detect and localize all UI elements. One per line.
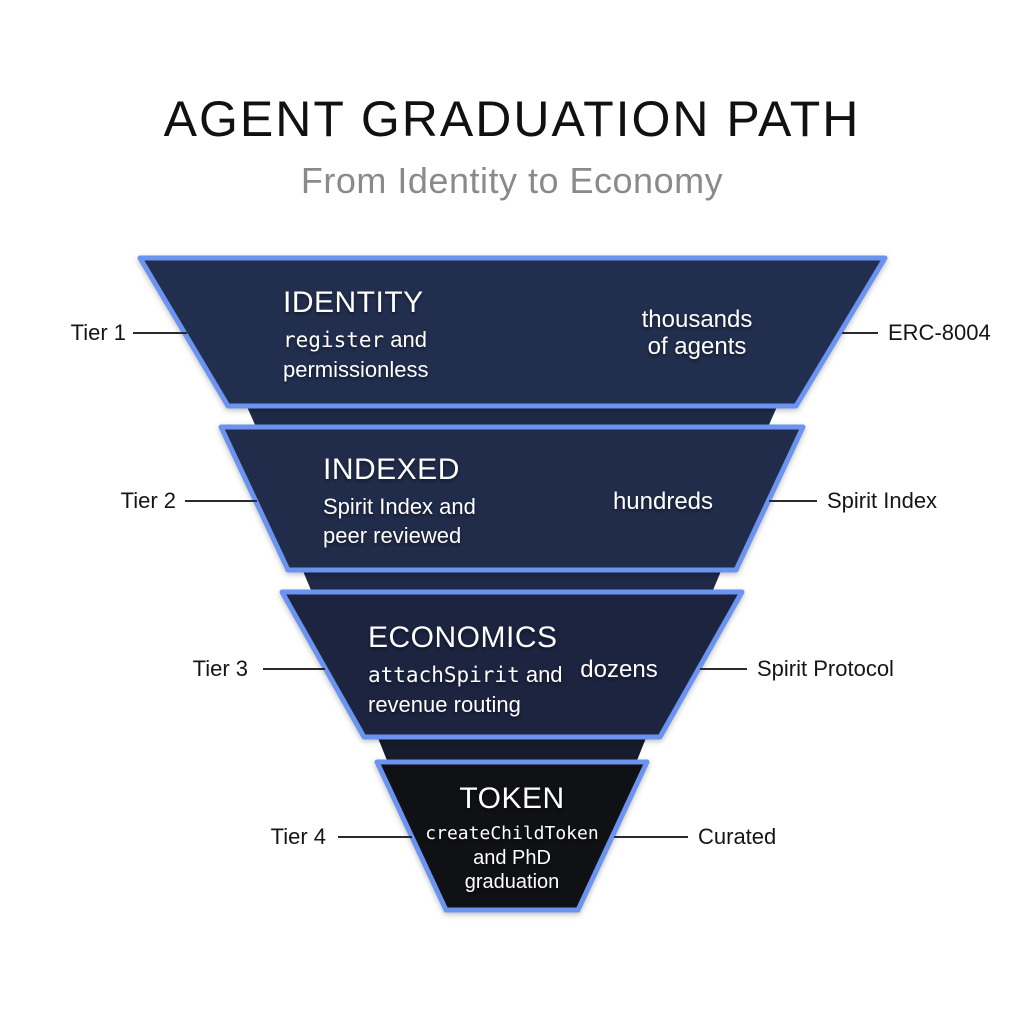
tier-4-heading: TOKEN [459,782,565,815]
tier-1-left-line [133,332,187,334]
tier-2-right-label: Spirit Index [827,488,938,513]
tier-3-label: Tier 3 [192,656,248,681]
tier-1-heading: IDENTITY [283,286,424,319]
tier-1-shape [137,255,888,409]
tier-4-content: TOKEN createChildToken and PhD graduatio… [392,782,632,894]
tier-4-shape [374,759,650,913]
tier-3-right-line [700,668,747,670]
tier-4-label: Tier 4 [270,824,326,849]
tier-4-desc-code: createChildToken [425,823,599,844]
tier-1-desc-rest: and [384,327,427,352]
tier-3-left-line [263,668,325,670]
tier-3-right-label: Spirit Protocol [757,656,894,681]
tier-4-left-line [338,836,412,838]
tier-3-heading: ECONOMICS [368,621,558,654]
page-title: AGENT GRADUATION PATH [163,91,861,147]
tier-2-count: hundreds [588,488,738,515]
tier-1-desc-line2: permissionless [283,357,429,382]
tier-1-label: Tier 1 [70,320,126,345]
tier-4-desc-line3: graduation [464,871,560,893]
tier-4-desc-line2: and PhD [473,847,551,869]
tier-3-shape [279,589,745,740]
tier-3-count: dozens [554,656,684,683]
tier-1-content: IDENTITY register and permissionless [283,286,429,384]
tier-1-right-line [842,332,878,334]
tier-3-desc-line2: revenue routing [368,692,521,717]
tier-1-count-line1: thousands [641,306,753,333]
tier-4-right-label: Curated [698,824,777,849]
tier-4-right-line [614,836,688,838]
tier-3-content: ECONOMICS attachSpirit and revenue routi… [368,621,563,719]
tier-1-desc: register and permissionless [283,325,429,384]
tier-1-count: thousands of agents [617,306,777,360]
tier-2-desc-line1: Spirit Index and [323,494,476,519]
tier-3-count-line1: dozens [580,656,658,683]
tier-1-desc-code: register [283,328,385,352]
tier-2-count-line1: hundreds [612,488,714,515]
tier-3-desc-code: attachSpirit [368,663,520,687]
page-subtitle: From Identity to Economy [300,160,724,201]
tier-2-heading: INDEXED [323,453,460,486]
tier-2-desc: Spirit Index and peer reviewed [323,492,476,550]
tier-2-desc-line2: peer reviewed [323,523,462,548]
tier-1-count-line2: of agents [647,333,747,360]
tier-2-content: INDEXED Spirit Index and peer reviewed [323,453,476,550]
tier-3-desc-rest: and [519,662,563,687]
tier-2-label: Tier 2 [120,488,176,513]
tier-2-right-line [769,500,817,502]
tier-3-desc: attachSpirit and revenue routing [368,660,563,719]
tier-1-right-label: ERC-8004 [888,320,991,345]
tier-2-left-line [185,500,257,502]
tier-2-shape [218,424,806,573]
